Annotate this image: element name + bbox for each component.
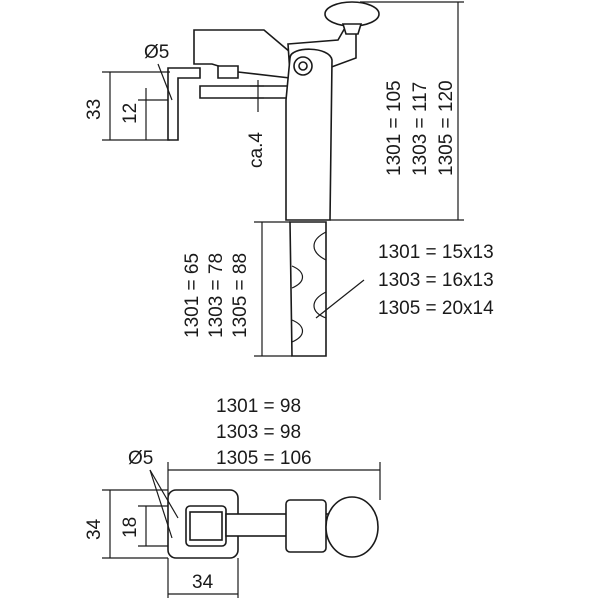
side-dia-leader xyxy=(157,63,173,101)
main-body xyxy=(285,48,333,221)
foot-groove xyxy=(291,265,304,289)
profile-1301-label: 1301 = 15x13 xyxy=(378,242,494,263)
mounting-plate xyxy=(199,85,299,99)
length-1301-label: 1301 = 98 xyxy=(216,396,301,417)
dim-33-label: 33 xyxy=(84,99,105,120)
pivot-pin xyxy=(293,56,313,76)
top-dia-label: Ø5 xyxy=(128,448,153,469)
side-dia-label: Ø5 xyxy=(144,42,169,63)
height-1303-label: 1303 = 117 xyxy=(410,82,431,176)
dim-18-label: 18 xyxy=(120,517,141,538)
top-foot xyxy=(285,499,327,553)
foot-groove xyxy=(313,231,327,261)
lever-housing xyxy=(193,29,291,79)
length-1305-label: 1305 = 106 xyxy=(216,448,312,469)
top-dia-leader xyxy=(149,469,179,519)
profile-leader xyxy=(315,279,365,319)
lower-1303-label: 1303 = 78 xyxy=(206,253,227,338)
foot-groove xyxy=(291,319,304,343)
side-view: Ø5 33 12 ca.4 1301 = 105 1303 = 117 1305… xyxy=(84,1,494,357)
rubber-foot xyxy=(289,221,327,357)
dim-ca4-label: ca.4 xyxy=(246,132,267,168)
top-knob xyxy=(325,496,379,558)
dim-12-label: 12 xyxy=(120,103,141,124)
top-view: 1301 = 98 1303 = 98 1305 = 106 Ø5 34 18 xyxy=(84,396,381,598)
length-1303-label: 1303 = 98 xyxy=(216,422,301,443)
pivot-pin-center xyxy=(298,61,308,71)
top-dia-leader xyxy=(149,469,173,539)
top-hinge-inner xyxy=(189,511,223,541)
profile-1303-label: 1303 = 16x13 xyxy=(378,270,494,291)
height-1305-label: 1305 = 120 xyxy=(436,80,457,176)
height-1301-label: 1301 = 105 xyxy=(384,80,405,176)
lower-1305-label: 1305 = 88 xyxy=(230,253,251,338)
knob-stem xyxy=(341,23,363,35)
lower-1301-label: 1301 = 65 xyxy=(182,253,203,338)
foot-groove xyxy=(313,291,327,319)
base-plate xyxy=(167,67,201,141)
dim-34v-label: 34 xyxy=(84,518,105,540)
stopper-knob xyxy=(324,1,380,27)
housing-tab xyxy=(217,65,239,79)
dim-34h-label: 34 xyxy=(192,572,214,593)
profile-1305-label: 1305 = 20x14 xyxy=(378,298,494,319)
